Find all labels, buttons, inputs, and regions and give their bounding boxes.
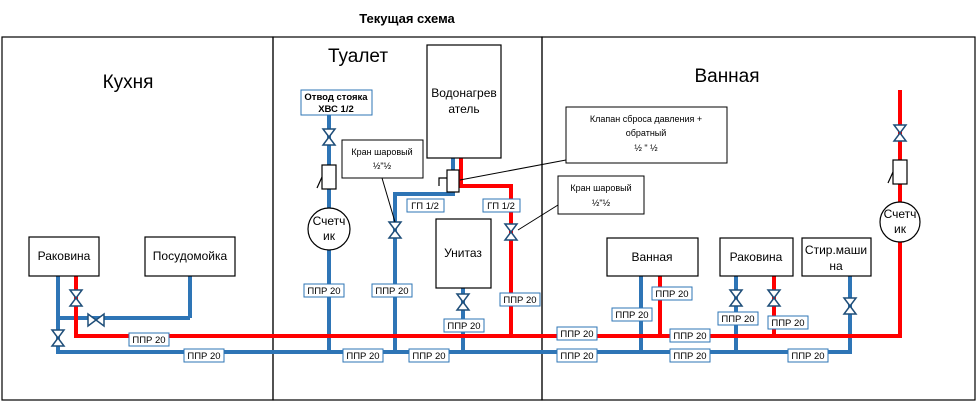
meter-toilet-label-2: ик — [323, 229, 336, 243]
pipe-label: ППР 20 — [787, 348, 829, 363]
water-heater-label-1: Водонагрев — [431, 86, 497, 100]
pipe-label: ГП 1/2 — [482, 198, 521, 213]
meter-bath-label-2: ик — [894, 222, 907, 236]
callout-leader — [459, 159, 567, 181]
callout-relief-valve-text-3: ½ " ½ — [634, 143, 658, 153]
relief-valve-icon — [438, 169, 460, 193]
svg-text:ППР 20: ППР 20 — [560, 351, 593, 362]
svg-text:ГП 1/2: ГП 1/2 — [411, 201, 439, 212]
filter-icon — [316, 164, 337, 190]
callout-ball-valve-2-text-1: Кран шаровый — [570, 183, 631, 193]
washer-label-1: Стир.маши — [805, 243, 867, 257]
room-label-bathroom: Ванная — [694, 66, 759, 87]
svg-text:ППР 20: ППР 20 — [187, 351, 220, 362]
pipe-label: ГП 1/2 — [406, 198, 445, 213]
svg-text:ППР 20: ППР 20 — [503, 295, 536, 306]
svg-text:ППР 20: ППР 20 — [791, 351, 824, 362]
water-heater-label-2: атель — [448, 102, 479, 116]
svg-text:ППР 20: ППР 20 — [771, 318, 804, 329]
meter-bath-label-1: Счетч — [884, 207, 917, 221]
svg-text:ППР 20: ППР 20 — [721, 314, 754, 325]
pipe-label: ППР 20 — [556, 326, 598, 341]
svg-text:ППР 20: ППР 20 — [307, 286, 340, 297]
wc-label: Унитаз — [444, 246, 482, 260]
pipe-label: ППР 20 — [408, 348, 450, 363]
svg-text:ППР 20: ППР 20 — [412, 351, 445, 362]
diagram-title: Текущая схема — [359, 11, 455, 26]
pipe-label: ППР 20 — [342, 348, 384, 363]
pipe-label: ППР 20 — [443, 318, 485, 333]
pipe-label: ППР 20 — [669, 348, 711, 363]
svg-text:ППР 20: ППР 20 — [346, 351, 379, 362]
water-heater — [426, 44, 502, 159]
dishwasher-label: Посудомойка — [153, 249, 228, 263]
svg-text:ППР 20: ППР 20 — [132, 335, 165, 346]
callout-riser-branch-text-2: ХВС 1/2 — [318, 104, 354, 115]
callout-leader — [517, 204, 559, 231]
pipe-label: ППР 20 — [717, 311, 759, 326]
bath-label: Ванная — [631, 250, 672, 264]
dishwasher — [144, 236, 236, 277]
callout-riser-branch-text-1: Отвод стояка — [304, 92, 368, 103]
pipe-label: ППР 20 — [303, 283, 345, 298]
callout-riser-branch — [300, 89, 373, 116]
pipe-label: ППР 20 — [767, 315, 809, 330]
room-bathroom — [541, 36, 976, 401]
pipe-label: ППР 20 — [556, 348, 598, 363]
svg-text:ГП 1/2: ГП 1/2 — [487, 201, 515, 212]
pipe-label: ППР 20 — [183, 348, 225, 363]
pipe-label: ППР 20 — [669, 328, 711, 343]
svg-text:ППР 20: ППР 20 — [673, 331, 706, 342]
room-label-kitchen: Кухня — [103, 72, 154, 93]
callout-relief-valve-text-2: обратный — [626, 128, 667, 138]
washer-label-2: на — [829, 259, 843, 273]
svg-text:ППР 20: ППР 20 — [655, 289, 688, 300]
svg-text:ППР 20: ППР 20 — [560, 329, 593, 340]
meter-bath — [879, 201, 921, 243]
pipe-label: ППР 20 — [371, 283, 413, 298]
washing-machine — [801, 237, 872, 277]
bath-sink — [719, 237, 794, 277]
pipe-label: ППР 20 — [128, 332, 170, 347]
room-label-toilet: Туалет — [328, 46, 388, 67]
callout-ball-valve-2 — [557, 175, 645, 215]
meter-toilet — [307, 207, 351, 251]
svg-text:ППР 20: ППР 20 — [375, 286, 408, 297]
filter-icon — [887, 159, 908, 185]
bath-sink-label: Раковина — [730, 250, 783, 264]
callout-ball-valve-1 — [341, 139, 424, 179]
pipe-label: ППР 20 — [499, 292, 541, 307]
pipe-label: ППР 20 — [611, 307, 653, 322]
callout-relief-valve — [565, 106, 728, 164]
svg-text:ППР 20: ППР 20 — [615, 310, 648, 321]
svg-text:ППР 20: ППР 20 — [447, 321, 480, 332]
kitchen-sink-label: Раковина — [38, 249, 91, 263]
meter-toilet-label-1: Счетч — [313, 214, 346, 228]
callout-ball-valve-2-text-2: ½"½ — [592, 198, 611, 208]
kitchen-sink — [28, 236, 100, 277]
wc — [435, 218, 492, 289]
bath — [606, 237, 699, 277]
callout-ball-valve-1-text-1: Кран шаровый — [351, 147, 412, 157]
callout-relief-valve-text-1: Клапан сброса давления + — [590, 114, 702, 124]
pipe-label: ППР 20 — [651, 286, 693, 301]
svg-text:ППР 20: ППР 20 — [673, 351, 706, 362]
callout-ball-valve-1-text-2: ½"½ — [373, 161, 392, 171]
callout-leader — [381, 177, 396, 223]
